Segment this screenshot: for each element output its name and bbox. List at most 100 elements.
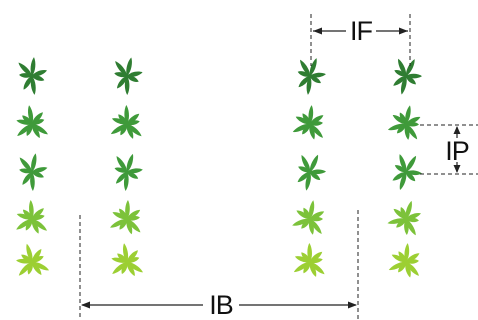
plant-leaf [300, 59, 311, 76]
plant-leaf [25, 219, 33, 231]
plant-leaf [32, 119, 45, 125]
plant-core [307, 73, 313, 79]
plant-core [124, 169, 130, 175]
plant-leaf [16, 213, 32, 220]
plant-leaf [30, 57, 36, 76]
plant-leaf [32, 261, 50, 271]
plant-core [307, 259, 313, 265]
plant-rosette-icon [292, 200, 325, 235]
plant-leaf [26, 124, 33, 136]
plant-leaf [297, 71, 310, 77]
plant-leaf [406, 75, 416, 85]
plant-leaf [110, 123, 127, 135]
plant-leaf [121, 262, 128, 274]
plant-leaf [297, 172, 310, 183]
plant-leaf [391, 254, 406, 263]
plant-leaf [302, 124, 311, 135]
plant-leaf [292, 123, 310, 133]
plant-leaf [127, 215, 140, 221]
plant-leaf [26, 243, 33, 262]
plant-leaf [310, 216, 323, 222]
plant-core [124, 259, 130, 265]
plant-leaf [32, 70, 47, 77]
plant-leaf [116, 156, 128, 172]
plant-leaf [404, 243, 410, 262]
plant-leaf [398, 251, 407, 262]
plant-leaf [126, 153, 134, 172]
plant-leaf [127, 219, 141, 233]
plant-leaf [406, 217, 419, 223]
plant-leaf [126, 124, 134, 139]
plant-leaf [126, 262, 135, 276]
plant-core [29, 259, 35, 265]
plant-leaf [405, 219, 416, 236]
plant-leaf [18, 62, 32, 76]
ib-arrowhead-right [348, 301, 357, 309]
plant-leaf [310, 219, 322, 234]
plant-rosette-icon [292, 105, 324, 140]
plant-rosette-icon [16, 200, 47, 234]
plant-core [307, 216, 313, 222]
plant-leaf [294, 256, 310, 263]
plant-leaf [32, 214, 45, 220]
plant-leaf [398, 262, 407, 273]
plant-rosette-icon [18, 57, 47, 95]
plant-rosette-icon [111, 243, 143, 276]
plant-core [307, 121, 313, 127]
plant-leaf [16, 119, 32, 125]
plant-leaf [127, 261, 143, 273]
plant-rosette-icon [388, 243, 420, 278]
plant-rosette-icon [114, 153, 143, 191]
plant-leaf [126, 57, 132, 76]
plant-leaf [32, 219, 47, 231]
plant-rosette-icon [387, 200, 421, 236]
plant-core [403, 73, 409, 79]
plant-rosette-icon [16, 105, 48, 138]
plant-leaf [309, 262, 317, 277]
ib-label: IB [209, 290, 233, 320]
plant-leaf [309, 124, 315, 140]
plant-leaf [387, 123, 406, 131]
plant-leaf [32, 75, 45, 81]
plant-grid [16, 57, 422, 278]
plant-leaf [127, 124, 142, 137]
ip-label: IP [445, 136, 469, 166]
plant-leaf [120, 124, 128, 136]
plant-leaf [32, 171, 44, 178]
plant-leaf [30, 172, 35, 191]
plant-core [124, 121, 130, 127]
plant-leaf [303, 262, 311, 274]
plant-leaf [305, 172, 311, 191]
plant-leaf [298, 166, 310, 173]
plant-leaf [22, 172, 33, 185]
plant-leaf [112, 262, 127, 274]
plant-leaf [405, 200, 412, 219]
plant-leaf [393, 75, 406, 86]
plant-leaf [400, 207, 407, 219]
plant-core [403, 259, 409, 265]
plant-leaf [406, 262, 419, 276]
plant-leaf [126, 219, 133, 235]
plant-leaf [111, 118, 127, 125]
plant-leaf [112, 212, 127, 220]
plant-core [124, 216, 130, 222]
plant-leaf [404, 219, 409, 235]
plant-leaf [118, 114, 128, 124]
plant-leaf [310, 258, 323, 264]
plant-core [403, 216, 409, 222]
plant-leaf [31, 262, 42, 275]
plant-leaf [117, 253, 127, 263]
plant-leaf [399, 172, 407, 191]
plant-leaf [309, 58, 317, 76]
plant-leaf [388, 261, 406, 271]
plant-leaf [406, 124, 418, 140]
plant-leaf [406, 172, 416, 182]
if-dimension: IF [310, 14, 411, 66]
plant-core [307, 169, 313, 175]
plant-leaf [310, 121, 323, 126]
ib-arrowhead-left [81, 301, 90, 309]
plant-leaf [116, 76, 127, 89]
plant-leaf [303, 207, 311, 219]
